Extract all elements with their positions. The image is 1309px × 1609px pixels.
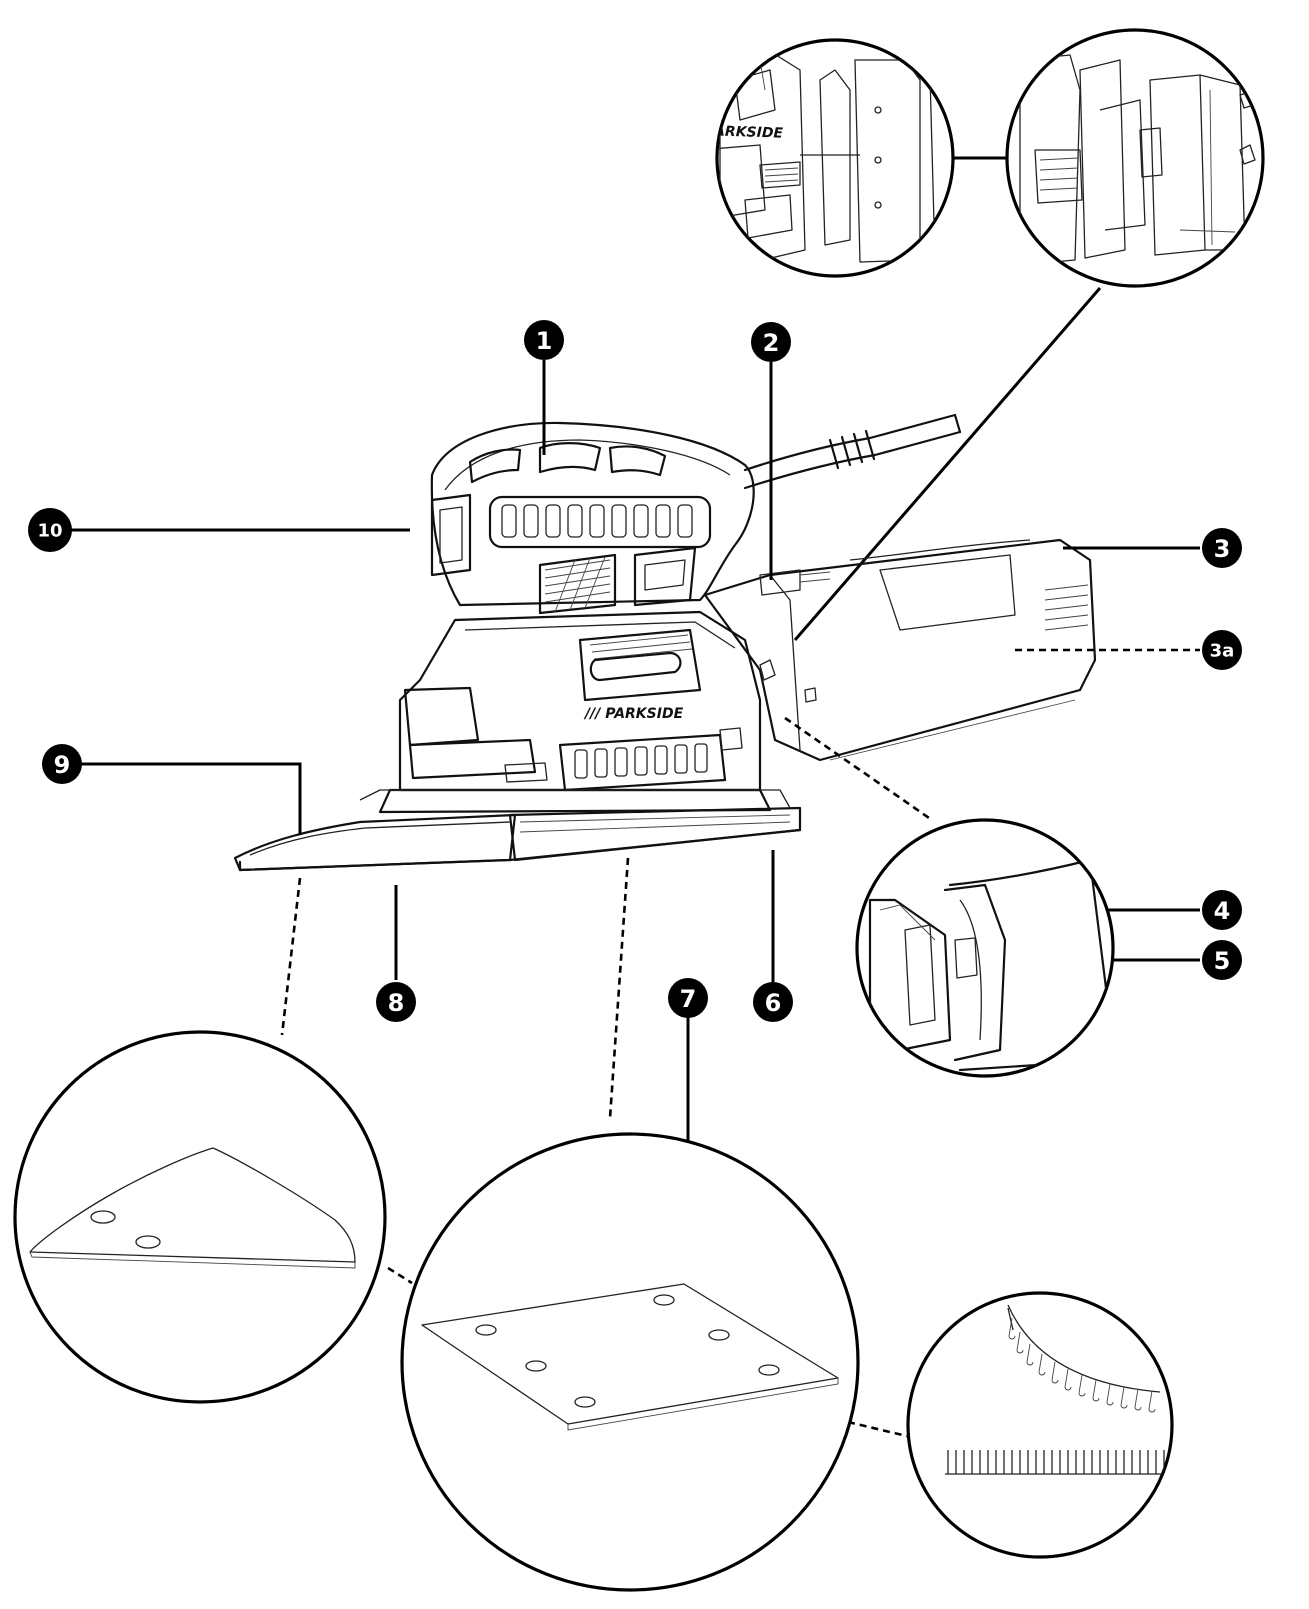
dust-box (703, 538, 1097, 762)
callout-8: 8 (376, 982, 416, 1022)
callout-1: 1 (524, 320, 564, 360)
callout-3a-label: 3a (1210, 641, 1235, 662)
callout-4: 4 (1202, 890, 1242, 930)
inset-rectangular-sanding-sheet (400, 1132, 860, 1592)
sander-body: /// PARKSIDE (233, 413, 1097, 872)
inset-hook-and-loop (906, 1291, 1174, 1559)
callout-7-label: 7 (680, 985, 697, 1013)
callout-8-label: 8 (388, 989, 405, 1017)
callout-3-label: 3 (1214, 535, 1231, 563)
callout-10-label: 10 (37, 521, 62, 542)
brand-text: /// PARKSIDE (583, 706, 684, 722)
callout-5: 5 (1202, 940, 1242, 980)
inset-delta-sanding-sheet (13, 1030, 387, 1404)
callout-3: 3 (1202, 528, 1242, 568)
callout-2-label: 2 (763, 329, 780, 357)
callout-6-label: 6 (765, 989, 782, 1017)
callout-6: 6 (753, 982, 793, 1022)
inset-dust-adapter-latch: PARKSIDE (705, 38, 955, 278)
sanding-plate (233, 789, 802, 872)
callout-2: 2 (751, 322, 791, 362)
inset-dust-box-release (855, 818, 1115, 1078)
power-cord (743, 413, 962, 490)
callout-3a: 3a (1202, 630, 1242, 670)
callout-9-label: 9 (54, 751, 71, 779)
base-housing: /// PARKSIDE (378, 610, 772, 814)
callout-5-label: 5 (1214, 947, 1231, 975)
inset-dust-adapter-connected (1005, 28, 1265, 288)
motor-housing (430, 421, 755, 615)
inset-brand-text: PARKSIDE (705, 123, 784, 142)
callout-9: 9 (42, 744, 82, 784)
callout-1-label: 1 (536, 327, 553, 355)
callout-7: 7 (668, 978, 708, 1018)
callout-4-label: 4 (1214, 897, 1231, 925)
callout-10: 10 (28, 508, 72, 552)
